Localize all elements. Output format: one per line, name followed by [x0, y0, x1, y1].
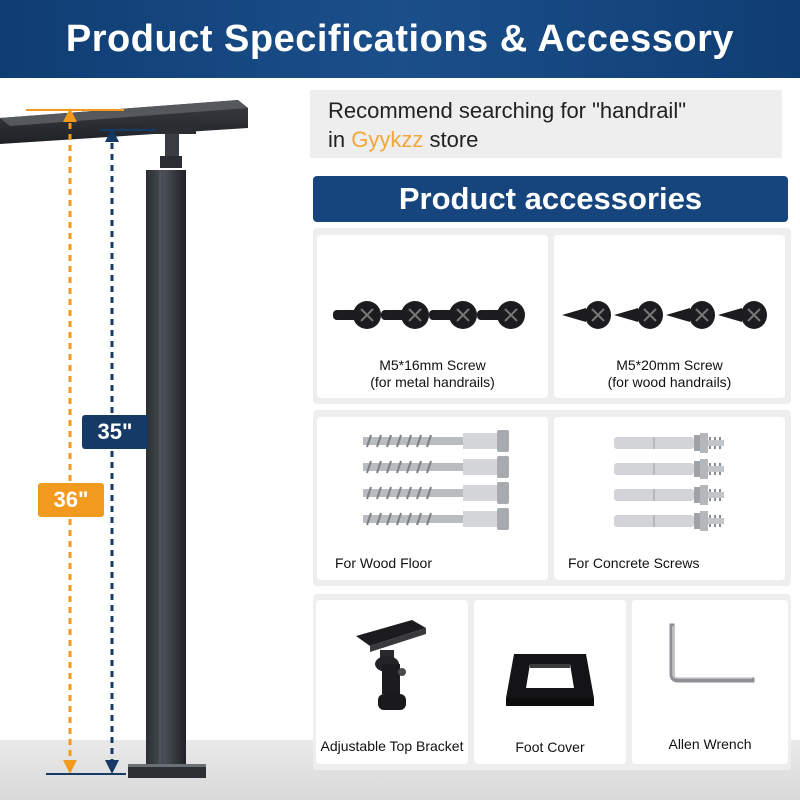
hardware-panel: Adjustable Top Bracket Foot Cover Allen … [313, 594, 791, 770]
accessory-label: Foot Cover [515, 739, 585, 755]
accessory-card-m5-20: M5*20mm Screw (for wood handrails) [554, 235, 785, 398]
post-illustration [0, 100, 248, 778]
top-bracket-icon [356, 620, 426, 710]
accessory-card-concrete: For Concrete Screws [554, 417, 785, 580]
search-line-1: Recommend searching for "handrail" [328, 98, 687, 123]
dimension-35-label: 35" [82, 415, 148, 449]
post-diagram: 35" 36" [0, 78, 300, 800]
accessory-sublabel: (for wood handrails) [607, 374, 732, 390]
accessory-sublabel: (for metal handrails) [370, 374, 495, 390]
header-banner: Product Specifications & Accessory [0, 0, 800, 78]
accessory-card-bracket: Adjustable Top Bracket [316, 600, 468, 764]
metal-screw-icon [333, 301, 525, 329]
accessory-label: Adjustable Top Bracket [320, 738, 464, 754]
wood-screw-icon [562, 301, 767, 329]
accessory-label: M5*20mm Screw [616, 357, 723, 373]
accessory-label: M5*16mm Screw [379, 357, 486, 373]
accessory-label: For Wood Floor [335, 555, 432, 571]
accessory-card-m5-16: M5*16mm Screw (for metal handrails) [317, 235, 548, 398]
base-plate [128, 764, 206, 778]
foot-cover-icon [506, 654, 594, 706]
dimension-36-label: 36" [38, 483, 104, 517]
accessories-title: Product accessories [398, 181, 703, 216]
expansion-bolt-icon [614, 433, 724, 531]
accessory-card-foot-cover: Foot Cover [474, 600, 626, 764]
accessory-card-wood-floor: For Wood Floor [317, 417, 548, 580]
lag-screw-icon [363, 430, 509, 530]
allen-wrench-icon [669, 623, 755, 683]
search-line-2: in Gyykzz store [328, 127, 479, 152]
anchor-panel: For Wood Floor For Concrete Screws [313, 410, 791, 586]
accessory-label: Allen Wrench [668, 736, 752, 752]
post-body [146, 170, 186, 768]
screw-panel: M5*16mm Screw (for metal handrails) M5*2… [313, 228, 791, 404]
accessories-banner: Product accessories [313, 176, 788, 222]
accessory-label: For Concrete Screws [568, 555, 700, 571]
page-title: Product Specifications & Accessory [65, 17, 735, 60]
search-recommendation: Recommend searching for "handrail" in Gy… [310, 90, 782, 158]
brand-name: Gyykzz [351, 127, 424, 152]
accessory-card-allen-wrench: Allen Wrench [632, 600, 788, 764]
